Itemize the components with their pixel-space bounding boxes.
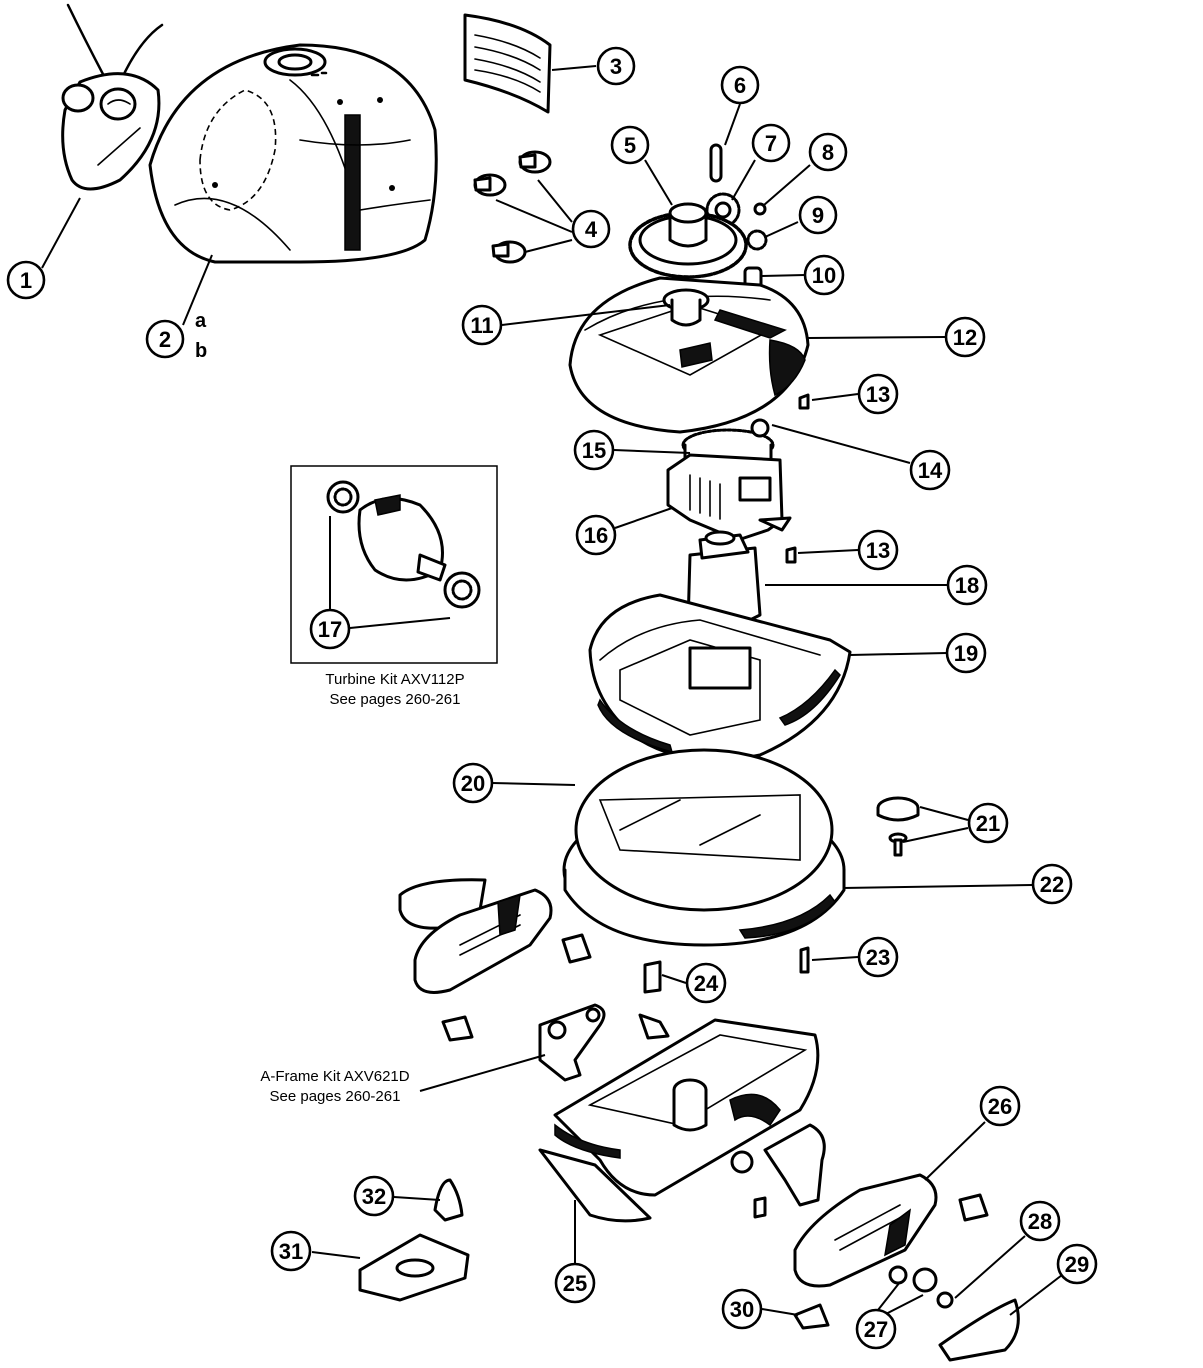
head-part — [61, 3, 164, 191]
svg-text:12: 12 — [953, 325, 977, 350]
svg-text:21: 21 — [976, 811, 1000, 836]
grille-part — [463, 13, 552, 114]
svg-text:24: 24 — [694, 971, 719, 996]
leader-lines — [41, 65, 1063, 1319]
svg-text:9: 9 — [812, 203, 824, 228]
callout-9: 9 — [798, 195, 838, 235]
svg-text:8: 8 — [822, 140, 834, 165]
callout-20: 20 — [452, 762, 494, 804]
callout-12: 12 — [944, 316, 986, 358]
screw-part-2 — [785, 546, 797, 564]
callout-3: 3 — [596, 46, 636, 86]
aframe-bracket-part — [538, 1003, 670, 1082]
svg-text:13: 13 — [866, 382, 890, 407]
screw-part — [798, 393, 810, 410]
svg-text:4: 4 — [585, 217, 598, 242]
callout-1: 1 — [6, 260, 46, 300]
callout-22: 22 — [1031, 863, 1073, 905]
svg-text:13: 13 — [866, 538, 890, 563]
callout-17: 17 — [309, 608, 351, 650]
lower-housing-part — [588, 593, 852, 762]
svg-text:31: 31 — [279, 1239, 303, 1264]
svg-text:16: 16 — [584, 523, 608, 548]
svg-text:26: 26 — [988, 1094, 1012, 1119]
callout-29: 29 — [1056, 1243, 1098, 1285]
callout-19: 19 — [945, 632, 987, 674]
svg-text:20: 20 — [461, 771, 485, 796]
buttons-part — [473, 150, 552, 264]
variant-b-label: b — [195, 340, 208, 362]
turbine-kit-pages: See pages 260-261 — [329, 691, 461, 708]
callout-28: 28 — [1019, 1200, 1061, 1242]
svg-text:32: 32 — [362, 1184, 386, 1209]
svg-text:18: 18 — [955, 573, 979, 598]
svg-text:27: 27 — [864, 1317, 888, 1342]
callout-6: 6 — [720, 65, 760, 105]
callout-18: 18 — [946, 564, 988, 606]
pin-part — [709, 143, 723, 183]
callout-10: 10 — [803, 254, 845, 296]
callout-5: 5 — [610, 125, 650, 165]
callout-27: 27 — [855, 1308, 897, 1350]
svg-text:22: 22 — [1040, 872, 1064, 897]
svg-text:17: 17 — [318, 617, 342, 642]
callout-2: 2 — [145, 319, 185, 359]
motor-block-part — [666, 453, 792, 542]
callout-32: 32 — [353, 1175, 395, 1217]
svg-text:5: 5 — [624, 133, 636, 158]
svg-text:28: 28 — [1028, 1209, 1052, 1234]
right-track-part — [753, 1123, 989, 1288]
callout-11: 11 — [461, 304, 503, 346]
callout-13: 13 — [857, 373, 899, 415]
chassis-part — [553, 1018, 820, 1197]
svg-text:2: 2 — [159, 327, 171, 352]
svg-text:23: 23 — [866, 945, 890, 970]
svg-text:15: 15 — [582, 438, 606, 463]
turbine-kit-label: Turbine Kit AXV112P See pages 260-261 — [290, 670, 500, 710]
turbine-kit-title: Turbine Kit AXV112P — [325, 671, 465, 688]
callout-21: 21 — [967, 802, 1009, 844]
svg-text:11: 11 — [470, 313, 493, 338]
callout-31: 31 — [270, 1230, 312, 1272]
aframe-kit-pages: See pages 260-261 — [269, 1088, 401, 1105]
callout-23: 23 — [857, 936, 899, 978]
variant-a-label: a — [195, 310, 207, 332]
callout-15: 15 — [573, 429, 615, 471]
svg-text:7: 7 — [765, 131, 777, 156]
svg-text:14: 14 — [918, 458, 943, 483]
svg-text:1: 1 — [20, 268, 32, 293]
svg-text:6: 6 — [734, 73, 746, 98]
svg-text:19: 19 — [954, 641, 978, 666]
callout-24: 24 — [685, 962, 727, 1004]
small-fasteners-part — [793, 1265, 1020, 1362]
svg-text:29: 29 — [1065, 1252, 1089, 1277]
spring-part — [799, 946, 810, 974]
callout-30: 30 — [721, 1288, 763, 1330]
screw-24-part — [643, 960, 662, 994]
base-disc-part — [562, 748, 846, 947]
svg-text:30: 30 — [730, 1297, 754, 1322]
callout-26: 26 — [979, 1085, 1021, 1127]
svg-text:25: 25 — [563, 1271, 587, 1296]
svg-text:10: 10 — [812, 263, 836, 288]
callout-13b: 13 — [857, 529, 899, 571]
callout-16: 16 — [575, 514, 617, 556]
callout-4: 4 — [571, 209, 611, 249]
aframe-kit-title: A-Frame Kit AXV621D — [260, 1068, 410, 1085]
left-track-part — [398, 878, 592, 1042]
weight-part — [876, 796, 920, 857]
callout-8: 8 — [808, 132, 848, 172]
callout-14: 14 — [909, 449, 951, 491]
top-housing-part — [568, 276, 810, 434]
bottom-plate-part — [358, 1178, 470, 1302]
flap-part — [538, 1148, 652, 1223]
svg-text:3: 3 — [610, 54, 622, 79]
dome-shell-part — [148, 43, 438, 264]
callout-7: 7 — [751, 123, 791, 163]
callout-25: 25 — [554, 1262, 596, 1304]
large-gear-part — [628, 202, 748, 279]
aframe-kit-label: A-Frame Kit AXV621D See pages 260-261 — [235, 1067, 435, 1107]
